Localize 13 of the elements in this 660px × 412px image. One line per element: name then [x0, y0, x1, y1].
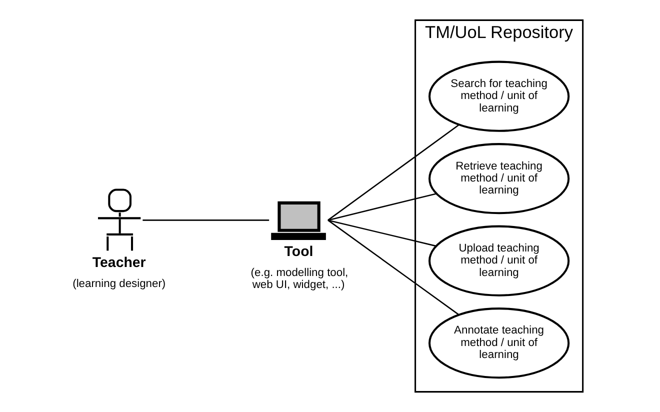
node-label: (learning designer)	[72, 278, 166, 290]
node-label: (e.g. modelling tool, web UI, widget, ...)	[250, 266, 348, 292]
node-ellipse: Retrieve teaching method / unit of learning	[428, 143, 570, 214]
node-label: Teacher	[92, 255, 146, 272]
connector	[328, 193, 436, 221]
connector	[328, 220, 436, 247]
node-ellipse: Upload teaching method / unit of learning	[428, 225, 570, 296]
connector	[328, 220, 459, 316]
node-ellipse: Annotate teaching method / unit of learning	[428, 308, 570, 379]
connector	[142, 220, 270, 221]
node-label: Tool	[284, 244, 314, 260]
connector	[328, 124, 460, 221]
node-ellipse: Search for teaching method / unit of learning	[428, 60, 570, 132]
